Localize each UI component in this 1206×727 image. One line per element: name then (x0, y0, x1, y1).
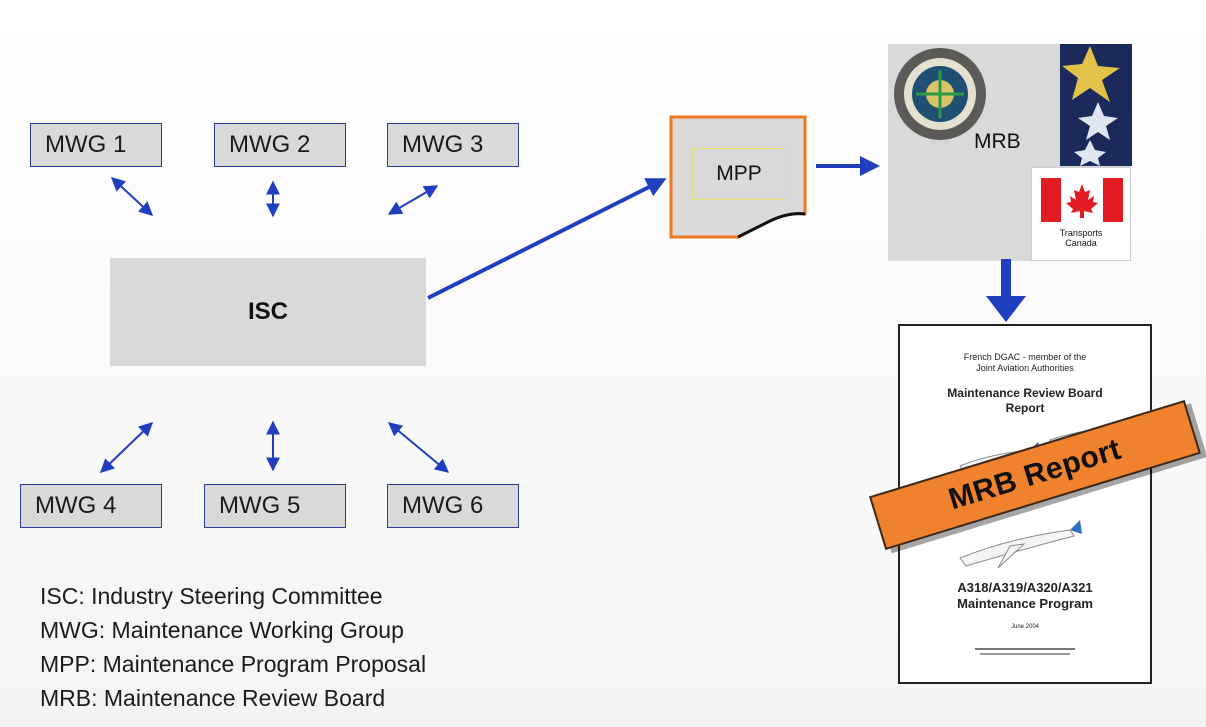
mpp-label-box: MPP (692, 148, 786, 200)
mwg-6-box: MWG 6 (387, 484, 519, 528)
report-title-line1: Maintenance Review Board (947, 386, 1103, 400)
jaa-stars-emblem-icon (1060, 44, 1132, 166)
report-date: June 2004 (1010, 624, 1040, 630)
report-program-line1: A318/A319/A320/A321 (957, 580, 1093, 595)
report-header-line2: Joint Aviation Authorities (976, 363, 1074, 373)
mrb-report-down-arrow (986, 259, 1026, 322)
transports-canada-line2: Canada (1065, 238, 1097, 248)
mwg-2-box: MWG 2 (214, 123, 346, 167)
mwg-1-box: MWG 1 (30, 123, 162, 167)
report-program-line2: Maintenance Program (957, 596, 1093, 611)
legend-isc: ISC: Industry Steering Committee (40, 583, 383, 609)
report-title-line2: Report (1005, 401, 1045, 415)
isc-label: ISC (247, 298, 288, 325)
report-footer-line (980, 653, 1070, 655)
mwg-3-box: MWG 3 (387, 123, 519, 167)
mpp-label: MPP (716, 162, 762, 185)
mwg-5-box: MWG 5 (204, 484, 346, 528)
legend-mrb: MRB: Maintenance Review Board (40, 685, 386, 711)
isc-box: ISC (110, 258, 426, 366)
mwg4-isc-arrow (99, 422, 154, 473)
canada-flag-icon (1041, 178, 1123, 222)
mwg-4-box: MWG 4 (20, 484, 162, 528)
legend-mpp: MPP: Maintenance Program Proposal (40, 651, 427, 677)
mwg6-isc-arrow (387, 422, 450, 473)
report-header-line1: French DGAC - member of the (963, 352, 1087, 362)
faa-seal-icon (894, 48, 986, 140)
isc-mpp-arrow (427, 178, 667, 300)
legend-mwg: MWG: Maintenance Working Group (40, 617, 404, 643)
mwg1-isc-arrow (110, 177, 154, 216)
report-footer-line (975, 648, 1075, 650)
mwg3-isc-arrow (387, 185, 439, 215)
transports-canada-line1: Transports (1059, 228, 1103, 238)
mrb-label: MRB (974, 130, 1021, 153)
